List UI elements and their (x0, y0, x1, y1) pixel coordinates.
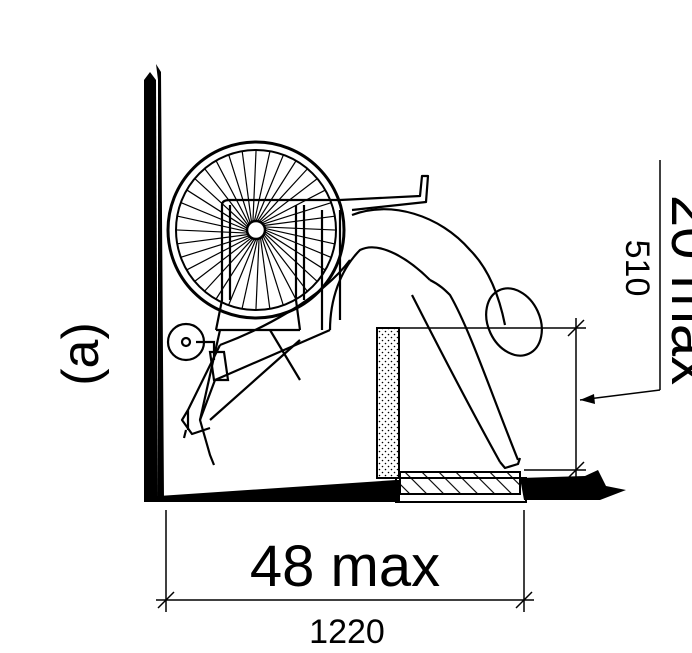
wheel-spoke (177, 233, 249, 245)
wheel-spoke (204, 168, 249, 226)
caster-wheel (166, 322, 230, 382)
wall (144, 64, 164, 500)
wheel-spoke (259, 237, 271, 309)
panel-label: (a) (52, 322, 110, 386)
wheel-spoke (258, 168, 308, 222)
wheel-spoke (228, 154, 251, 224)
wheel-spoke (180, 202, 248, 231)
horizontal-dimension-metric: 1220 (309, 613, 385, 648)
wheel-spoke (204, 238, 254, 292)
wheel-spoke (263, 234, 308, 292)
obstruction-post (376, 327, 400, 479)
wheel-spoke (252, 149, 257, 222)
wheel-spoke (228, 238, 257, 306)
wheel-spoke (262, 235, 297, 300)
wheelchair-frame (198, 174, 430, 421)
wheel-spoke (255, 238, 260, 311)
wheel-spoke (194, 178, 248, 228)
wheel-spoke (257, 160, 297, 222)
wheel-spoke (180, 235, 250, 258)
wheel-spoke (186, 189, 248, 229)
hatched-base (399, 471, 521, 495)
wheel-spoke (264, 232, 318, 282)
wheel-spoke (264, 229, 332, 258)
vertical-dimension-metric: 510 (618, 240, 656, 297)
wheel-spoke (264, 226, 337, 231)
wheel-spoke (215, 160, 250, 225)
vertical-dimension (400, 160, 661, 480)
seated-figure (180, 208, 543, 470)
wheel-spoke (177, 215, 248, 233)
vertical-dimension-imperial: 20 max (659, 195, 692, 385)
wheel-spoke (253, 151, 271, 222)
horizontal-dimension-imperial: 48 max (250, 534, 440, 599)
wheel-spoke (261, 189, 326, 224)
wheel-spoke (186, 236, 251, 271)
wheel-spoke (241, 151, 253, 223)
wheel-spoke (255, 154, 284, 222)
wheel-spoke (264, 227, 335, 245)
wheel-spoke (241, 238, 259, 309)
wheel-spoke (175, 229, 248, 234)
wheel-spoke (261, 236, 284, 306)
horizontal-dimension (156, 510, 534, 612)
